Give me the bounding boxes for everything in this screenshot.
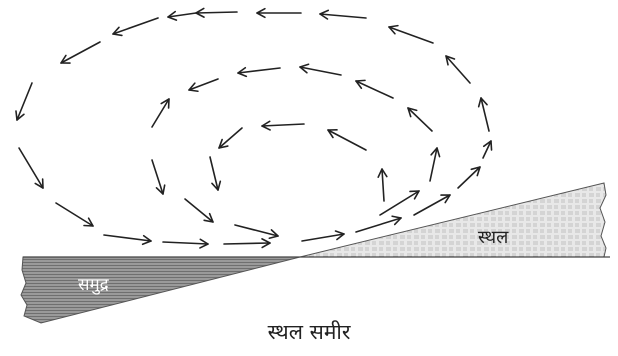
arrowhead: [470, 166, 481, 177]
wind-arrow: [407, 107, 433, 132]
arrowhead: [15, 110, 25, 121]
wind-arrow: [480, 97, 490, 132]
wind-arrow: [234, 224, 279, 237]
wind-arrow: [60, 41, 101, 64]
wind-arrow: [16, 82, 33, 121]
wind-arrow: [184, 198, 214, 223]
arrowhead: [334, 230, 345, 241]
arrowhead: [377, 168, 388, 178]
arrowhead: [430, 147, 441, 158]
wind-arrow: [167, 12, 197, 18]
wind-arrow: [327, 129, 367, 151]
sea-label: समुद्र: [78, 275, 110, 295]
wind-arrow: [299, 66, 342, 76]
inner-circulation-loop: [209, 120, 388, 202]
wind-arrow: [55, 202, 94, 227]
arrowhead: [482, 140, 493, 151]
wind-arrow: [355, 80, 394, 99]
wind-arrow: [413, 194, 451, 216]
wind-arrow: [301, 233, 345, 242]
arrowhead: [388, 24, 399, 35]
arrowhead: [256, 7, 266, 19]
land-region: [299, 182, 607, 258]
arrowhead: [261, 238, 271, 249]
arrowhead: [319, 9, 330, 20]
wind-arrow: [162, 241, 209, 245]
arrowhead: [141, 234, 152, 246]
wind-arrow: [457, 166, 481, 189]
wind-arrow: [261, 123, 305, 127]
arrowhead: [299, 63, 310, 74]
arrowhead: [112, 26, 123, 37]
wind-arrow: [381, 168, 385, 202]
arrowhead: [34, 178, 44, 189]
arrowhead: [409, 190, 420, 200]
wind-arrow: [445, 55, 471, 84]
wind-arrow: [151, 98, 170, 128]
wind-arrow: [319, 13, 367, 19]
arrowhead: [355, 79, 366, 90]
outer-circulation-loop: [15, 7, 493, 249]
arrowhead: [155, 184, 166, 195]
middle-circulation-loop: [151, 63, 441, 240]
wind-arrow: [237, 67, 281, 74]
arrowhead: [167, 10, 178, 21]
land-label: स्थल: [478, 227, 509, 248]
wind-arrow: [223, 242, 271, 245]
wind-arrow: [388, 26, 434, 44]
arrowhead: [218, 138, 229, 149]
arrowhead: [237, 66, 248, 78]
arrowhead: [440, 194, 451, 204]
wind-arrow: [103, 234, 152, 242]
arrowhead: [203, 212, 214, 223]
wind-arrow: [18, 147, 44, 189]
wind-arrow: [209, 156, 219, 191]
arrowhead: [160, 98, 170, 109]
arrowhead: [211, 180, 222, 191]
wind-arrow: [482, 140, 492, 159]
sea-region: [20, 256, 301, 324]
wind-arrow: [195, 11, 238, 14]
arrowhead: [199, 238, 209, 249]
arrowhead: [268, 229, 279, 240]
wind-arrow: [218, 127, 243, 149]
arrowhead: [188, 82, 199, 93]
arrowhead: [195, 7, 205, 18]
wind-arrow: [151, 159, 164, 195]
wind-arrow: [379, 190, 420, 216]
wind-arrow: [188, 78, 219, 91]
arrowhead: [391, 215, 402, 226]
arrowhead: [407, 107, 418, 118]
arrowhead: [445, 55, 456, 66]
wind-arrow: [429, 147, 438, 182]
arrowhead: [261, 120, 271, 131]
arrowhead: [477, 97, 488, 108]
arrowhead: [327, 129, 338, 139]
wind-arrow: [355, 217, 402, 233]
arrowhead: [83, 217, 94, 227]
wind-arrow: [112, 17, 159, 35]
diagram-caption: स्थल समीर: [267, 320, 351, 344]
arrowhead: [60, 54, 71, 64]
